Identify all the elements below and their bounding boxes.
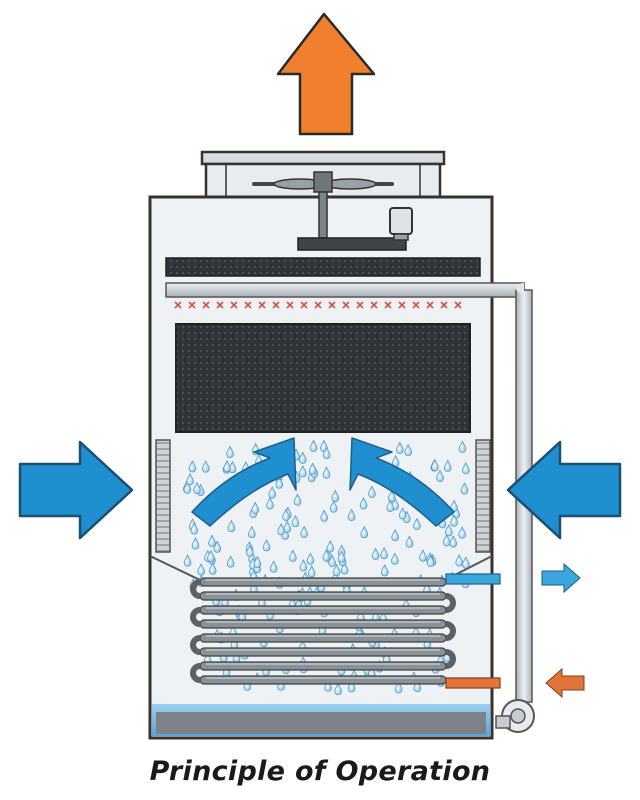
spray-nozzles <box>174 301 462 309</box>
heat-exchange-coil <box>190 577 456 685</box>
air-flow-arrow-right-icon <box>349 437 455 527</box>
fill-media <box>175 323 471 433</box>
pump-icon <box>495 699 535 733</box>
fluid-outlet-connection <box>445 573 501 585</box>
air-intake-arrow-right-icon <box>506 440 622 540</box>
air-intake-arrow-left-icon <box>18 440 134 540</box>
exhaust-air-arrow-icon <box>276 12 376 136</box>
fan-icon <box>252 171 407 251</box>
air-inlet-louver-right <box>475 439 491 553</box>
motor-icon <box>389 207 413 241</box>
air-flow-arrow-left-icon <box>191 437 297 527</box>
fluid-inlet-connection <box>445 677 501 689</box>
diagram-caption: Principle of Operation <box>149 756 491 787</box>
air-inlet-louver-left <box>155 439 171 553</box>
fluid-in-arrow-icon <box>545 667 585 699</box>
drift-eliminator <box>165 257 481 277</box>
fluid-out-arrow-icon <box>541 562 581 594</box>
